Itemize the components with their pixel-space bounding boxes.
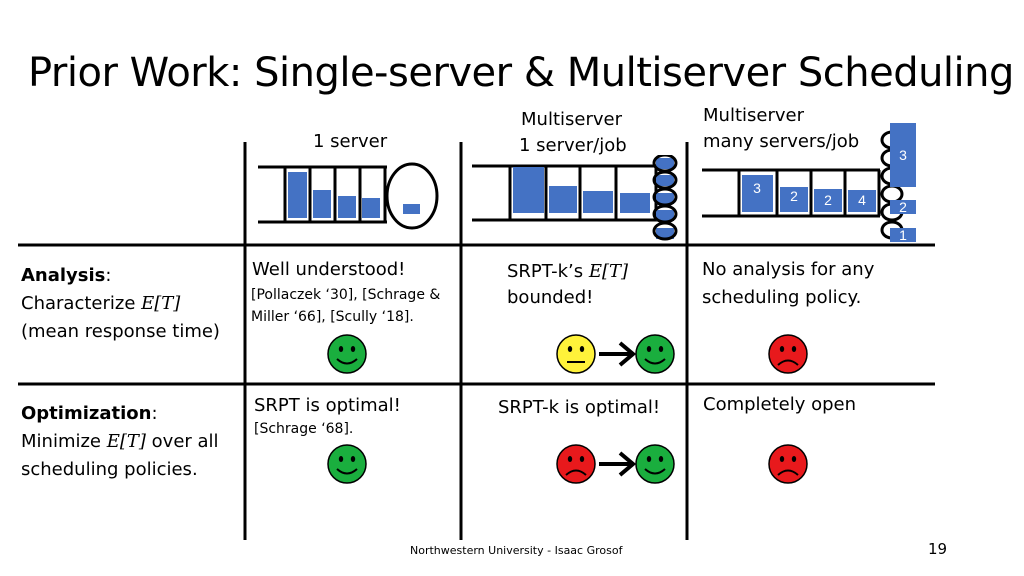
column-header-3-line2: many servers/job [703, 131, 860, 152]
job-block [656, 210, 674, 221]
analysis-col1-ref2: Miller ‘66], [Scully ‘18]. [251, 309, 414, 325]
job-block [890, 228, 916, 242]
job-block [656, 175, 674, 186]
job-size-label: 2 [824, 192, 832, 208]
job-size-label: 3 [899, 147, 907, 163]
job-block [890, 200, 916, 214]
job-block [656, 228, 674, 239]
job-block [313, 190, 331, 218]
row-label-optimization-desc: Minimize E[T] over all [21, 431, 219, 452]
analysis-col3-text: No analysis for any [702, 259, 875, 280]
column-header-1-server: 1 server [313, 131, 388, 152]
row-label-optimization-desc2: scheduling policies. [21, 459, 198, 480]
page-number: 19 [928, 540, 948, 558]
job-block [848, 190, 876, 212]
job-block [362, 198, 380, 218]
single-server-queue-diagram [258, 162, 439, 230]
job-block [656, 158, 674, 169]
job-block [513, 167, 544, 213]
column-header-3-line1: Multiserver [703, 105, 804, 126]
server-circle [385, 162, 439, 230]
analysis-col2-text: SRPT-k’s E[T] [507, 261, 629, 282]
job-size-label: 4 [858, 192, 866, 208]
job-size-label: 3 [753, 180, 761, 196]
column-header-2-line2: 1 server/job [519, 135, 627, 156]
optimization-col1-ref: [Schrage ‘68]. [254, 421, 354, 437]
slide-title: Prior Work: Single-server & Multiserver … [28, 50, 1014, 96]
row-label-analysis-desc: Characterize E[T] [21, 293, 181, 314]
column-header-2-line1: Multiserver [521, 109, 622, 130]
job-size-label: 1 [899, 227, 907, 243]
job-size-label: 2 [899, 199, 907, 215]
job-block [890, 123, 916, 187]
job-block [814, 189, 842, 212]
job-size-label: 2 [790, 188, 798, 204]
footer-text: Northwestern University - Isaac Grosof [410, 544, 623, 557]
analysis-col3-text2: scheduling policy. [702, 287, 862, 308]
analysis-col1-ref1: [Pollaczek ‘30], [Schrage & [251, 287, 441, 303]
optimization-col3-text: Completely open [703, 394, 857, 415]
job-block [549, 186, 577, 213]
job-block [403, 204, 420, 214]
multiserver-one-per-job-diagram [472, 155, 678, 241]
row-label-optimization: Optimization: [21, 403, 158, 424]
job-block [338, 196, 356, 218]
row-label-analysis-desc2: (mean response time) [21, 321, 220, 342]
analysis-col1-text: Well understood! [252, 259, 406, 280]
optimization-col1-text: SRPT is optimal! [254, 395, 401, 416]
job-block [583, 191, 613, 213]
multiserver-many-per-job-diagram: 3 2 2 4 3 2 1 [702, 123, 916, 243]
job-block [620, 193, 650, 213]
server-circle [652, 221, 678, 241]
job-block [288, 172, 307, 218]
optimization-col2-text: SRPT-k is optimal! [498, 397, 661, 418]
analysis-col2-text2: bounded! [507, 287, 594, 308]
job-block [780, 187, 808, 212]
job-block [656, 193, 674, 204]
row-label-analysis: Analysis: [21, 265, 112, 286]
job-block [742, 175, 773, 212]
